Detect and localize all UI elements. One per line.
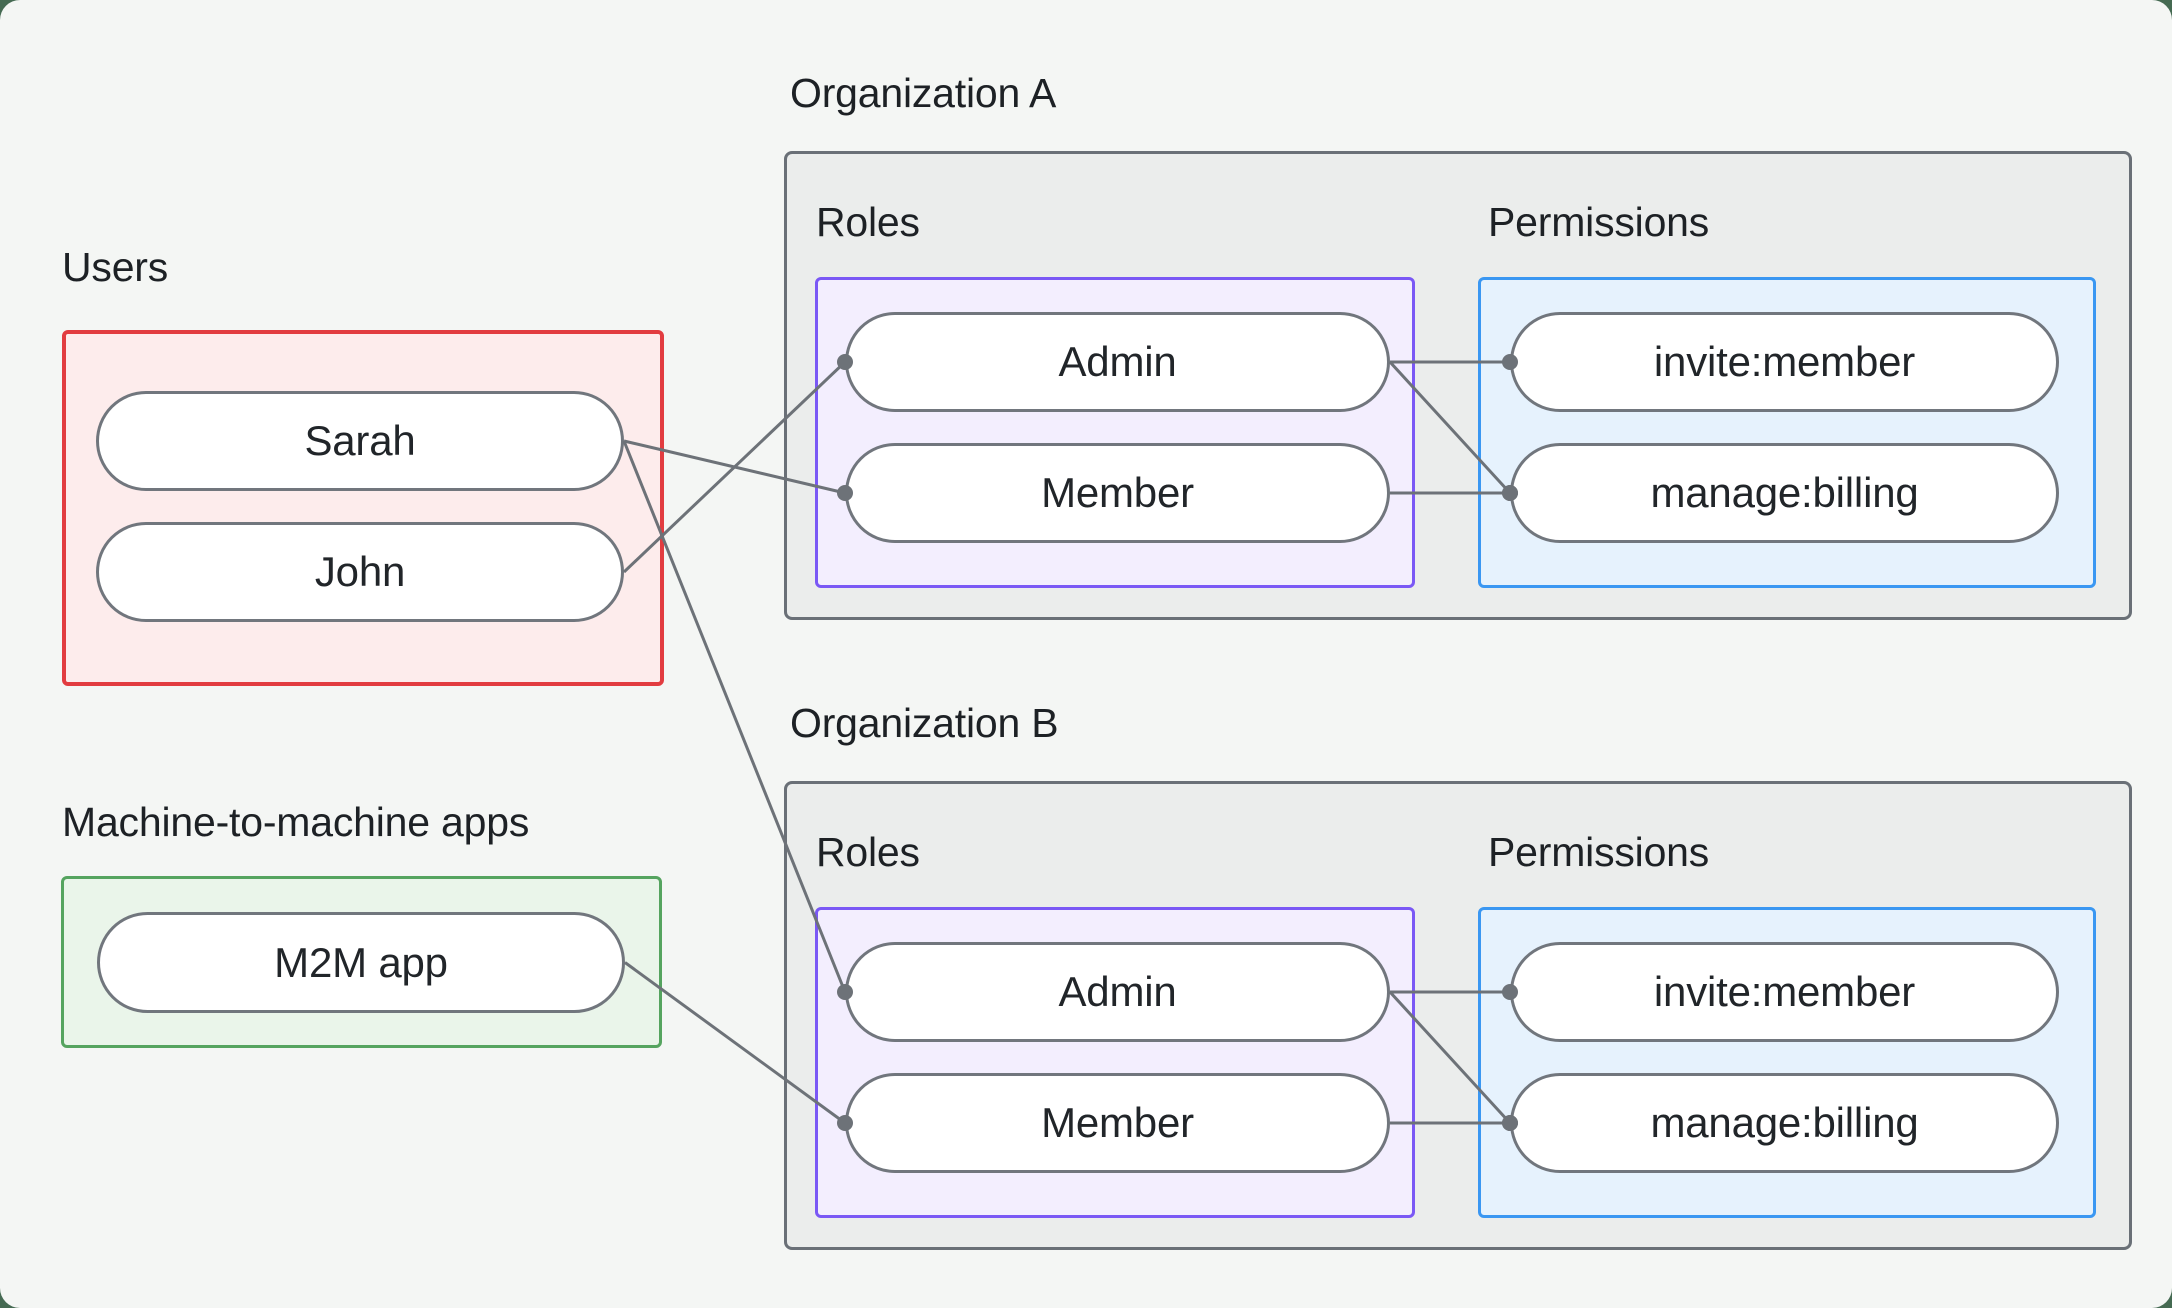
role-pill-label: Member — [1041, 1099, 1194, 1146]
user-pill-label: Sarah — [304, 417, 416, 464]
m2m-pill: M2M app — [97, 912, 625, 1013]
user-pill-label: John — [314, 548, 406, 595]
permission-pill: manage:billing — [1510, 443, 2059, 543]
role-pill: Admin — [845, 312, 1390, 412]
organization-a-permissions-label: Permissions — [1488, 199, 1710, 245]
organization-a-label: Organization A — [790, 70, 1057, 116]
users-group-box — [62, 330, 664, 686]
role-pill-label: Member — [1041, 469, 1194, 516]
user-pill: John — [96, 522, 624, 622]
m2m-pill-label: M2M app — [274, 938, 448, 986]
users-group-label: Users — [62, 244, 169, 290]
permission-pill-label: invite:member — [1653, 968, 1916, 1015]
role-pill-label: Admin — [1058, 338, 1177, 385]
user-pill: Sarah — [96, 391, 624, 491]
role-pill: Member — [845, 1073, 1390, 1173]
m2m-group-label: Machine-to-machine apps — [62, 799, 530, 845]
organization-b-permissions-label: Permissions — [1488, 829, 1710, 875]
role-pill: Admin — [845, 942, 1390, 1042]
permission-pill: invite:member — [1510, 312, 2059, 412]
organization-b-roles-label: Roles — [816, 829, 920, 875]
role-pill-label: Admin — [1058, 968, 1177, 1015]
role-pill: Member — [845, 443, 1390, 543]
permission-pill: invite:member — [1510, 942, 2059, 1042]
organization-b-label: Organization B — [790, 700, 1059, 746]
permission-pill-label: invite:member — [1653, 338, 1916, 385]
permission-pill-label: manage:billing — [1650, 1099, 1919, 1146]
permission-pill-label: manage:billing — [1650, 469, 1919, 516]
permission-pill: manage:billing — [1510, 1073, 2059, 1173]
organization-a-roles-label: Roles — [816, 199, 920, 245]
